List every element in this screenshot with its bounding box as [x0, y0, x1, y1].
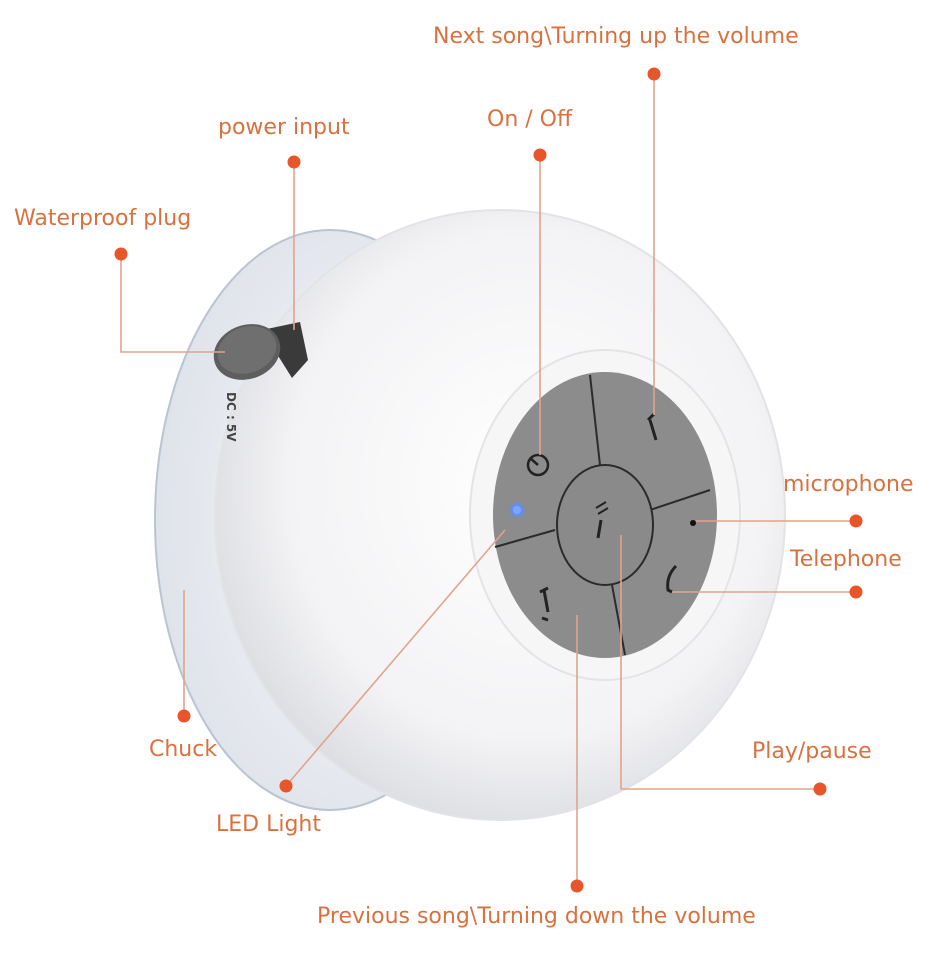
label-next-song: Next song\Turning up the volume	[433, 24, 799, 49]
button-panel	[493, 372, 717, 658]
telephone-icon	[666, 564, 678, 594]
led-light-dot	[279, 779, 293, 793]
power-icon	[526, 453, 550, 477]
dc-5v-marking: DC : 5V	[224, 392, 238, 442]
previous-song-icon	[539, 586, 550, 622]
callout-lines	[120, 74, 856, 886]
waterproof-plug-dot	[114, 247, 128, 261]
callout-dots	[114, 67, 863, 893]
label-chuck: Chuck	[149, 737, 218, 762]
play-pause-dot	[813, 782, 827, 796]
on-off-dot	[533, 148, 547, 162]
label-telephone: Telephone	[790, 547, 902, 572]
previous-song-dot	[570, 879, 584, 893]
label-play-pause: Play/pause	[752, 739, 872, 764]
waterproof-plug	[213, 322, 308, 380]
power-input-dot	[287, 155, 301, 169]
next-song-dot	[647, 67, 661, 81]
label-microphone: microphone	[783, 472, 914, 497]
chuck-dot	[177, 709, 191, 723]
play-pause-icon	[595, 501, 609, 539]
microphone-dot	[849, 514, 863, 528]
label-led-light: LED Light	[216, 812, 321, 837]
led-light-indicator	[507, 500, 527, 520]
telephone-dot	[849, 585, 863, 599]
label-previous-song: Previous song\Turning down the volume	[317, 904, 756, 929]
next-song-icon	[646, 412, 658, 441]
label-power-input: power input	[218, 115, 350, 140]
label-on-off: On / Off	[487, 107, 573, 132]
label-waterproof-plug: Waterproof plug	[14, 206, 192, 231]
microphone-hole-icon	[690, 520, 696, 526]
